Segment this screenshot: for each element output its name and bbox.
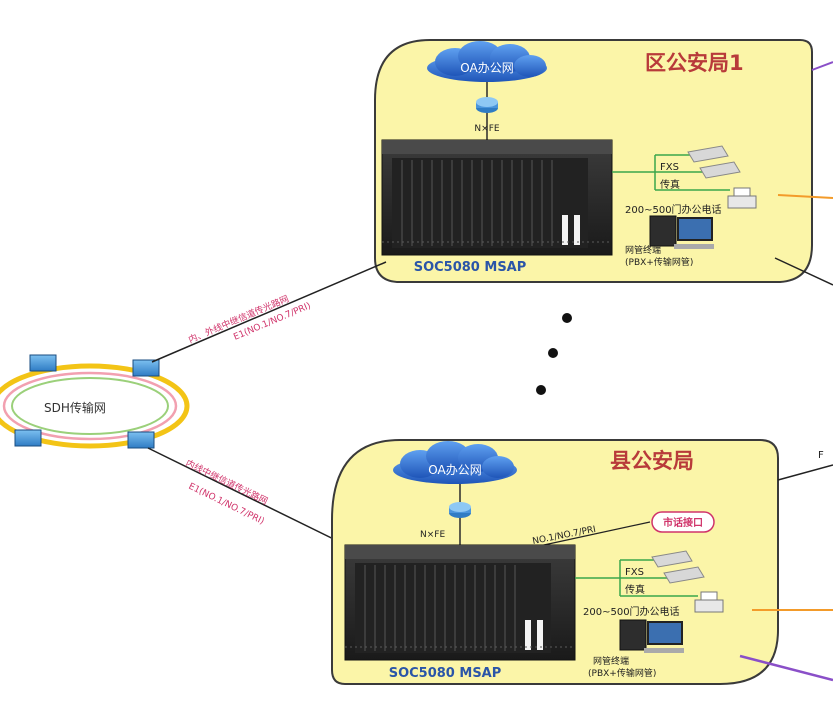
station1-router-icon: [476, 97, 498, 113]
station2-link-label: N×FE: [420, 530, 445, 540]
sdh-ring: [0, 363, 190, 449]
station1-fax-label: 传真: [660, 178, 680, 191]
station2-router-icon: [449, 502, 471, 518]
station1-terminal-icon: [649, 215, 714, 249]
station2-msap-rack: [344, 544, 576, 661]
ellipsis-dot-1: [562, 313, 572, 323]
station2-pstn-line: [529, 521, 651, 549]
station2-edge-fragment: F: [818, 450, 824, 461]
station1-purple-line: [811, 61, 833, 71]
station2-terminal-label-2: (PBX+传输网管): [588, 667, 656, 679]
sdh-label: SDH传输网: [44, 400, 106, 415]
station1-cloud-icon: [427, 41, 547, 82]
station2-device-label: SOC5080 MSAP: [389, 666, 502, 681]
station2-fax-label: 传真: [625, 583, 645, 596]
station2-purple-line: [739, 654, 833, 682]
station1-fxs-label: FXS: [660, 162, 679, 173]
station1-orange-line: [777, 194, 833, 199]
station2-terminal-label-1: 网管终端: [593, 655, 629, 667]
station1-trunk-line: [151, 261, 387, 363]
station1-panel: 区公安局1 OA办公网 N×FE: [374, 39, 813, 283]
station2-fax-icon: [694, 591, 724, 613]
station1-device-label: SOC5080 MSAP: [414, 260, 527, 275]
station1-link-label: N×FE: [474, 124, 499, 134]
station1-title: 区公安局1: [645, 51, 744, 75]
station1-cloud-label: OA办公网: [460, 60, 513, 75]
station2-fxs-lines: [575, 559, 698, 597]
ellipsis-dot-3: [536, 385, 546, 395]
station1-terminal-label-2: (PBX+传输网管): [625, 256, 693, 268]
station2-phones-label: 200~500门办公电话: [583, 605, 680, 618]
station1-phone-icon: [687, 145, 741, 179]
station1-phones-label: 200~500门办公电话: [625, 203, 722, 216]
station2-cloud-label: OA办公网: [428, 462, 481, 477]
station2-phone-icon: [651, 550, 705, 584]
station2-pstn-badge: [651, 511, 715, 533]
station2-trunk-label-2: E1(NO.1/NO.7/PRI): [187, 482, 266, 527]
station2-fxs-label: FXS: [625, 567, 644, 578]
station1-msap-rack: [381, 139, 613, 256]
station2-black-line: [777, 464, 833, 481]
station2-title: 县公安局: [610, 449, 694, 473]
station2-trunk-line: [147, 447, 361, 553]
station2-panel: 县公安局 OA办公网 N×FE NO.1/NO.7/PRI 市话接口: [331, 439, 779, 685]
station1-fax-icon: [727, 187, 757, 209]
station1-terminal-label-1: 网管终端: [625, 244, 661, 256]
station2-cloud-icon: [393, 441, 517, 484]
sdh-node-icon: [14, 354, 160, 449]
station2-pstn-label: 市话接口: [663, 516, 703, 529]
station2-terminal-icon: [619, 619, 684, 653]
ellipsis-dot-2: [548, 348, 558, 358]
station1-black-line: [774, 257, 833, 286]
